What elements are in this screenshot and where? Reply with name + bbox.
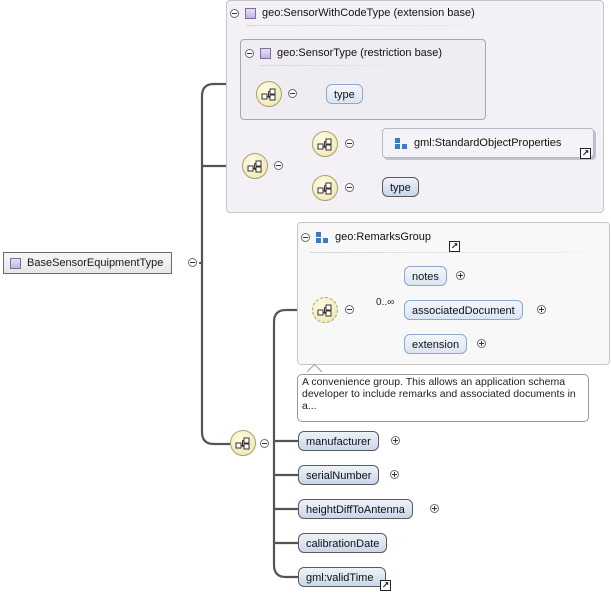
collapse-icon[interactable] [345, 305, 354, 314]
expand-icon[interactable] [456, 271, 465, 280]
standard-object-properties-header: gml:StandardObjectProperties [395, 137, 561, 149]
collapse-icon[interactable] [301, 232, 310, 242]
title-divider [260, 65, 460, 66]
remarks-group-header: geo:RemarksGroup [301, 231, 431, 243]
element-calibration-date[interactable]: calibrationDate [298, 533, 388, 553]
collapse-icon[interactable] [345, 183, 354, 192]
cardinality-label: 0..∞ [376, 297, 395, 308]
element-label: serialNumber [306, 470, 372, 482]
element-serial-number[interactable]: serialNumber [298, 465, 380, 485]
element-associated-document[interactable]: associatedDocument [404, 300, 523, 320]
sensor-type-box [240, 39, 486, 120]
expand-icon[interactable] [537, 305, 546, 314]
element-label: extension [412, 339, 460, 351]
sensor-type-header: geo:SensorType (restriction base) [245, 47, 442, 59]
element-label: gml:validTime [306, 572, 374, 584]
standard-object-properties-label: gml:StandardObjectProperties [414, 137, 562, 149]
expand-icon[interactable] [391, 436, 400, 445]
element-type[interactable]: type [382, 177, 419, 197]
element-label: type [390, 182, 411, 194]
sequence-compositor-icon[interactable] [312, 175, 338, 201]
sensor-with-code-type-header: geo:SensorWithCodeType (extension base) [230, 7, 475, 19]
element-label: associatedDocument [412, 305, 515, 317]
element-manufacturer[interactable]: manufacturer [298, 431, 379, 451]
sequence-compositor-icon[interactable] [312, 131, 338, 157]
remarks-group-title: geo:RemarksGroup [335, 231, 431, 243]
element-label: manufacturer [306, 436, 371, 448]
sensor-with-code-type-title: geo:SensorWithCodeType (extension base) [262, 7, 475, 19]
element-label: calibrationDate [306, 538, 380, 550]
collapse-icon[interactable] [288, 89, 297, 98]
expand-icon[interactable] [477, 339, 486, 348]
element-extension[interactable]: extension [404, 334, 468, 354]
standard-object-properties-group[interactable] [382, 128, 594, 158]
collapse-icon[interactable] [345, 139, 354, 148]
element-notes[interactable]: notes [404, 266, 447, 286]
sequence-compositor-icon[interactable] [230, 430, 256, 456]
element-label: type [334, 89, 355, 101]
expand-icon[interactable] [430, 504, 439, 513]
expand-icon[interactable] [390, 470, 399, 479]
reference-arrow-icon[interactable]: ↗ [380, 580, 391, 591]
collapse-icon[interactable] [230, 8, 239, 18]
type-swatch-icon [260, 47, 271, 59]
collapse-icon[interactable] [260, 439, 269, 448]
element-type[interactable]: type [326, 84, 363, 104]
model-group-icon [316, 231, 329, 243]
title-divider [310, 252, 590, 253]
reference-arrow-icon[interactable]: ↗ [449, 241, 460, 252]
collapse-icon[interactable] [274, 161, 283, 170]
element-label: notes [412, 271, 439, 283]
element-valid-time[interactable]: gml:validTime [298, 567, 387, 587]
element-height-diff-to-antenna[interactable]: heightDiffToAntenna [298, 499, 413, 519]
model-group-icon [395, 137, 408, 149]
root-element[interactable]: BaseSensorEquipmentType [3, 252, 173, 274]
collapse-icon[interactable] [188, 258, 197, 267]
reference-arrow-icon[interactable]: ↗ [580, 148, 591, 159]
root-element-label: BaseSensorEquipmentType [27, 257, 164, 269]
sequence-compositor-icon[interactable] [242, 153, 268, 179]
remarks-group-tooltip: A convenience group. This allows an appl… [297, 374, 589, 422]
title-divider [246, 25, 536, 26]
sensor-type-title: geo:SensorType (restriction base) [277, 47, 443, 59]
type-swatch-icon [245, 7, 256, 19]
sequence-compositor-icon[interactable] [312, 297, 338, 323]
type-swatch-icon [10, 257, 21, 269]
collapse-icon[interactable] [245, 48, 254, 58]
sequence-compositor-icon[interactable] [256, 81, 282, 107]
element-label: heightDiffToAntenna [306, 504, 405, 516]
